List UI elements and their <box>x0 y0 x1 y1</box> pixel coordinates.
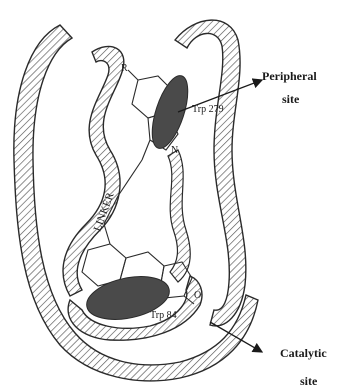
peripheral-site-label-line1: Peripheral <box>262 69 317 83</box>
oxygen-label: O <box>194 290 201 301</box>
gorge-inner-ribbon <box>63 46 124 296</box>
catalytic-site-label-line1: Catalytic <box>280 346 327 360</box>
trp279-label: Trp 279 <box>192 104 224 115</box>
peripheral-site-label-line2: site <box>282 92 300 106</box>
trp84-label: Trp 84 <box>150 310 177 321</box>
gorge-right-ribbon <box>175 20 246 326</box>
r-group-label: R <box>121 63 128 74</box>
nitrogen-label: N <box>171 145 178 156</box>
peripheral-site-marker <box>145 72 195 153</box>
catalytic-site-label-line2: site <box>300 374 318 388</box>
